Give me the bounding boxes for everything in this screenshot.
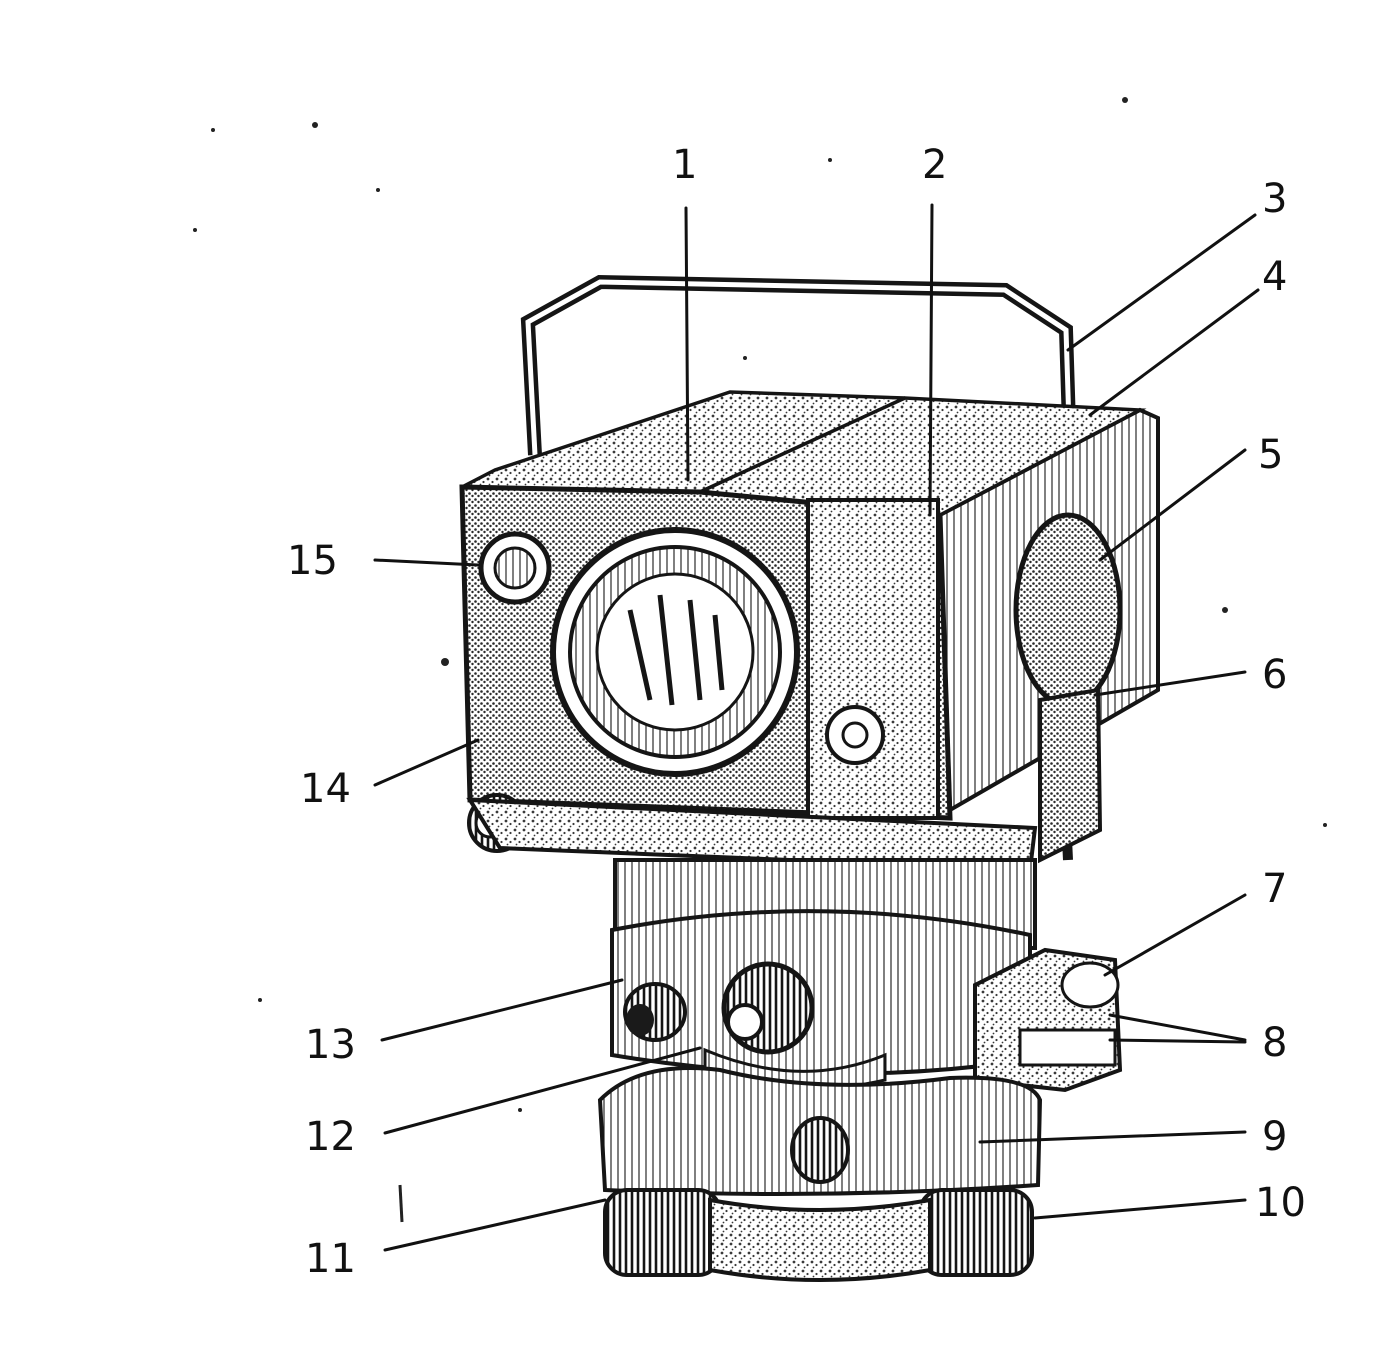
callout-4: 4 [1262,254,1287,300]
callout-5: 5 [1258,432,1283,478]
foot-screw-left [603,1188,722,1277]
foot-screw-right [918,1188,1034,1277]
tribrach-clamp-knob [790,1116,850,1184]
leader-13 [380,978,624,1042]
scan-noise [193,97,1327,1223]
callout-2: 2 [922,142,947,188]
objective-lens [550,527,800,777]
leader-12 [383,1046,702,1135]
leader-15 [373,558,480,567]
leader-10 [1033,1198,1247,1220]
focusing-knob [825,705,885,765]
leader-14 [373,738,480,787]
side-drum-cover [1013,512,1123,708]
leader-3 [1066,213,1257,352]
callout-6: 6 [1262,652,1287,698]
front-divider-column [806,498,940,820]
leader-6 [1093,670,1247,697]
clamp-screw [623,982,687,1042]
callout-10: 10 [1255,1180,1306,1226]
leveling-instrument-illustration [459,274,1160,1282]
callout-1: 1 [672,142,697,188]
callout-7: 7 [1262,866,1287,912]
leader-9 [978,1130,1247,1144]
callout-8: 8 [1262,1020,1287,1066]
callout-15: 15 [287,538,338,584]
leader-1 [684,206,690,482]
callout-9: 9 [1262,1114,1287,1160]
leader-lines [373,203,1260,1252]
callout-13: 13 [305,1022,356,1068]
callout-11: 11 [305,1236,356,1282]
leader-8b [1108,1038,1247,1044]
leader-8a [1108,1013,1247,1042]
leader-2 [928,203,934,517]
leader-11 [383,1198,607,1252]
callout-14: 14 [300,766,351,812]
leader-4 [1088,288,1260,417]
leader-7 [1103,893,1247,977]
tangent-screw [721,961,815,1055]
callout-12: 12 [305,1114,356,1160]
adjustment-screw-top-left [478,531,552,605]
handle-bracket [1038,687,1103,864]
callout-3: 3 [1262,176,1287,222]
leader-5 [1098,448,1247,562]
base-plate [708,1197,932,1282]
callout-numbers: 1 2 3 4 5 6 7 8 9 10 11 12 13 14 15 [287,142,1306,1282]
